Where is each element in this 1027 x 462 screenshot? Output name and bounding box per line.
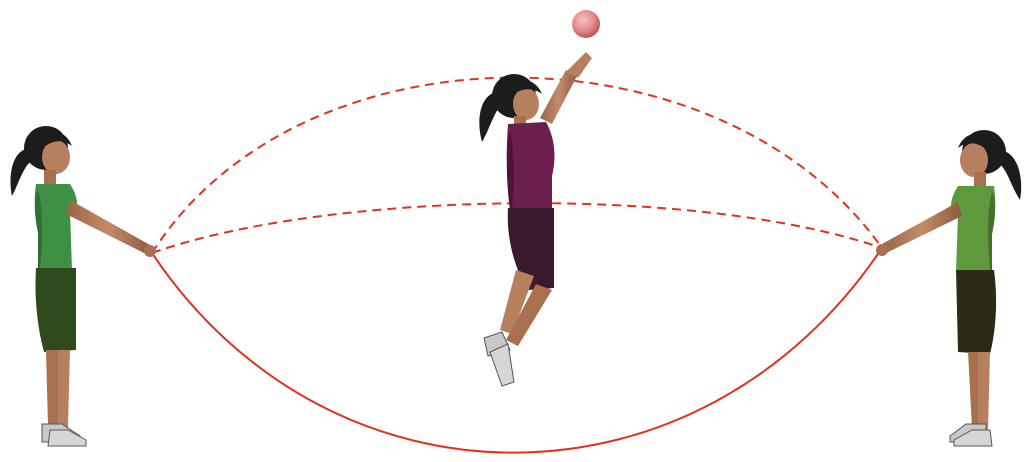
leg-front: [58, 350, 70, 428]
leg-back: [46, 350, 60, 426]
shoe-right: [48, 430, 86, 446]
leg-front: [978, 352, 990, 430]
hand: [144, 245, 156, 257]
ball-icon: [572, 10, 600, 38]
arm: [66, 200, 150, 255]
face: [513, 88, 539, 120]
arm: [882, 202, 962, 254]
right-rope-holder: [876, 130, 1021, 446]
shorts: [956, 270, 996, 354]
hand: [876, 244, 888, 256]
neck: [974, 172, 986, 186]
neck: [44, 170, 56, 184]
shorts: [35, 268, 76, 352]
face: [960, 143, 988, 177]
left-rope-holder: [11, 126, 156, 446]
jumper: [479, 52, 592, 386]
